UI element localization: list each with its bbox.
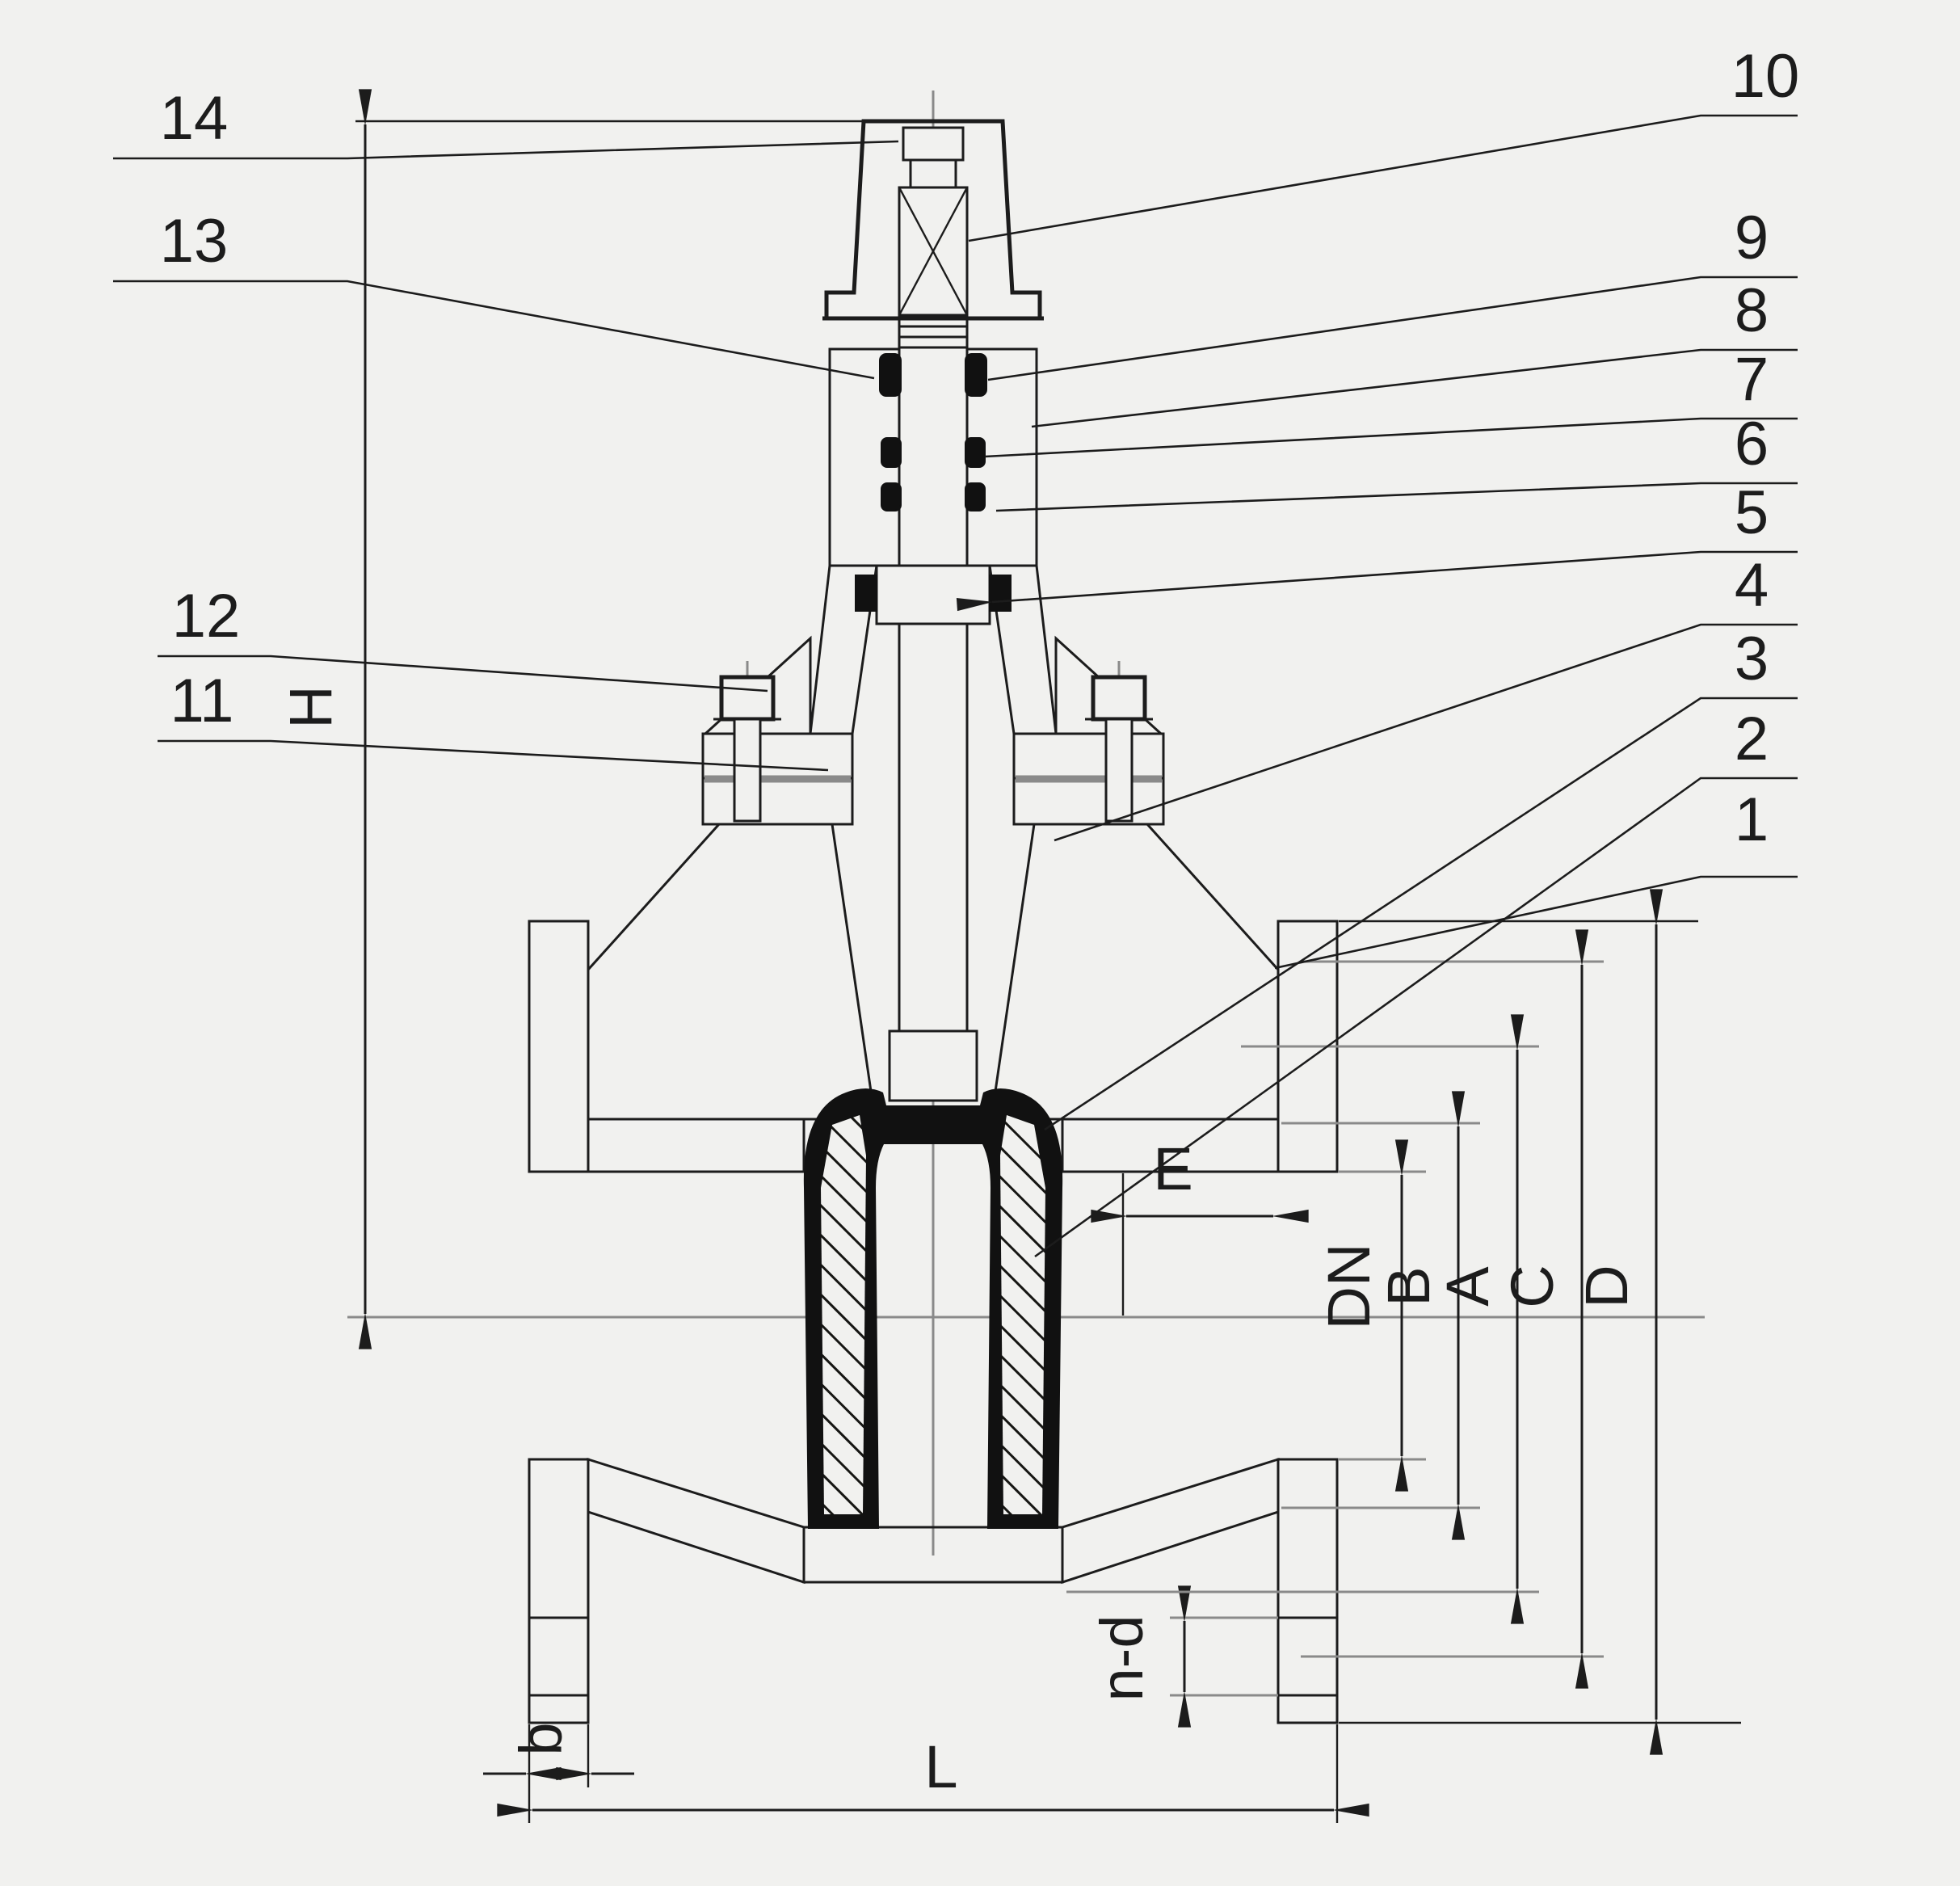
- callout-11-number: 11: [170, 667, 234, 735]
- dim-D: D: [1339, 889, 1741, 1755]
- callout-14: 14: [113, 84, 899, 160]
- cap-nut-pocket: [902, 126, 965, 162]
- callout-4-number: 4: [1735, 551, 1769, 620]
- dim-B: B: [1281, 1091, 1480, 1540]
- callout-1-number: 1: [1735, 785, 1769, 854]
- dim-label-E: E: [1153, 1135, 1192, 1202]
- callout-10-number: 10: [1731, 42, 1800, 111]
- dim-label-D: D: [1573, 1265, 1640, 1307]
- body-shoulder-left: [587, 823, 877, 1121]
- stem-top-square: [909, 158, 957, 189]
- bonnet-flange-right: [1012, 732, 1165, 780]
- valve-body-section: [528, 347, 1339, 1724]
- left-flange-bolt-hole: [528, 1616, 590, 1697]
- bonnet-flange-left: [701, 732, 854, 780]
- dim-label-n-d: n-d: [1088, 1615, 1155, 1702]
- callout-4: 4: [1054, 551, 1798, 842]
- dim-b: b: [483, 1722, 634, 1787]
- right-flange: [1277, 920, 1339, 1724]
- body-flange-right: [1012, 777, 1165, 826]
- wedge-core-left-leg: [821, 1115, 866, 1514]
- dimensions: H L b n-d E: [277, 89, 1741, 1823]
- lower-pipe-wall-right: [1061, 1457, 1280, 1585]
- callout-12-number: 12: [172, 582, 241, 650]
- bonnet-bolts: [713, 661, 1153, 823]
- callout-11: 11: [158, 667, 829, 772]
- callout-10: 10: [968, 42, 1800, 242]
- bonnet-bolt-right: [1085, 661, 1153, 823]
- dim-label-A: A: [1434, 1266, 1501, 1307]
- body-flange-left: [701, 777, 854, 826]
- callout-5: 5: [956, 478, 1798, 612]
- callout-9-number: 9: [1735, 204, 1769, 272]
- dim-label-B: B: [1375, 1266, 1442, 1306]
- seat-platform: [802, 1526, 1064, 1584]
- stem-upper: [898, 317, 969, 567]
- callouts-right: 10 9 8 7 6 5 4 3: [956, 42, 1800, 1258]
- callout-6-number: 6: [1735, 410, 1769, 478]
- callout-2-number: 2: [1735, 705, 1769, 773]
- callout-5-number: 5: [1735, 478, 1769, 547]
- callout-8-number: 8: [1735, 276, 1769, 345]
- dim-label-DN: DN: [1315, 1244, 1382, 1330]
- callout-1: 1: [1274, 785, 1798, 970]
- stem-backseat-collar: [875, 564, 991, 625]
- callouts-left: 14 13 12 11: [113, 84, 899, 772]
- cap-bore-cross-2: [898, 187, 969, 316]
- callout-9: 9: [987, 204, 1798, 381]
- stem-seals: [855, 353, 1012, 612]
- dim-DN: DN: [1315, 1139, 1426, 1492]
- stem-cap: [822, 119, 1044, 321]
- dim-label-C: C: [1499, 1265, 1566, 1307]
- dim-A: A: [1066, 1014, 1539, 1624]
- dim-n-d: n-d: [1088, 1585, 1278, 1728]
- callout-3-number: 3: [1735, 625, 1769, 693]
- callout-2: 2: [1034, 705, 1798, 1258]
- callout-8: 8: [1031, 276, 1798, 428]
- left-flange: [528, 920, 590, 1724]
- callout-3: 3: [1044, 625, 1798, 1131]
- dim-L: L: [497, 1724, 1369, 1823]
- dim-C: C: [1301, 929, 1604, 1689]
- wedge-gate: [803, 1029, 1063, 1529]
- callout-13: 13: [113, 207, 875, 380]
- wedge-core-right-leg: [1000, 1115, 1045, 1514]
- callout-7: 7: [984, 345, 1798, 458]
- dim-label-H: H: [277, 685, 344, 728]
- dim-H: H: [277, 89, 864, 1349]
- body-shoulder-right: [990, 823, 1280, 1121]
- callout-6: 6: [995, 410, 1798, 512]
- dim-label-L: L: [924, 1733, 957, 1800]
- callout-7-number: 7: [1735, 345, 1769, 414]
- callout-12: 12: [158, 582, 768, 693]
- callout-14-number: 14: [160, 84, 229, 153]
- stem-assembly: [855, 317, 1012, 1034]
- stem-lower: [898, 622, 969, 1034]
- callout-13-number: 13: [160, 207, 229, 276]
- wedge-rubber-coating: [803, 1088, 1063, 1529]
- upper-pipe-wall-left: [587, 1118, 805, 1173]
- lower-pipe-wall-left: [587, 1457, 805, 1585]
- wedge-stem-nut-slot: [888, 1029, 978, 1102]
- dim-label-b: b: [507, 1722, 574, 1755]
- bonnet-bolt-left: [713, 661, 781, 823]
